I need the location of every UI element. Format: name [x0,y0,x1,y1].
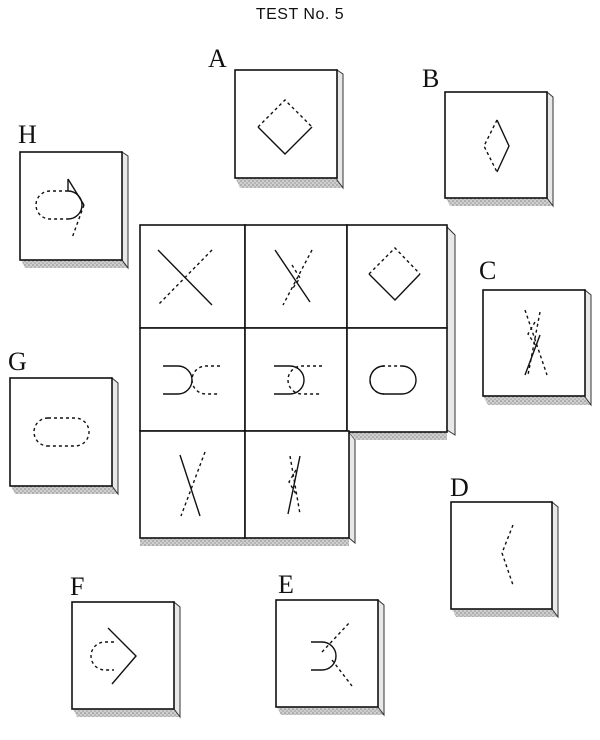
option-card-e[interactable] [275,598,385,717]
cell-r2c3-figure [369,365,417,395]
option-card-h[interactable] [19,151,129,270]
cell-r3c1-figure [179,451,206,517]
option-card-f[interactable] [71,600,181,719]
option-letter-a: A [208,44,227,73]
option-letter-e: E [278,570,294,599]
option-card-a[interactable] [234,69,344,190]
option-letter-d: D [450,473,469,502]
matrix-board [139,224,456,546]
option-letter-g: G [8,347,27,376]
test-title: TEST No. 5 [255,6,345,23]
option-letter-h: H [18,120,37,149]
option-card-d[interactable] [450,500,559,619]
cell-r2c2-figure [274,365,322,395]
cell-r1c3-figure [368,247,421,301]
option-letter-c: C [479,256,497,285]
cell-r3c2-figure [287,455,301,515]
option-card-c[interactable] [482,288,592,407]
option-letter-f: F [70,572,85,601]
cell-r1c2-figure [274,249,313,306]
option-card-b[interactable] [444,90,554,208]
cell-r2c1-figure [163,365,220,395]
option-card-g[interactable] [9,376,119,496]
option-letter-b: B [422,64,440,93]
cell-r1c1-figure [157,249,213,306]
